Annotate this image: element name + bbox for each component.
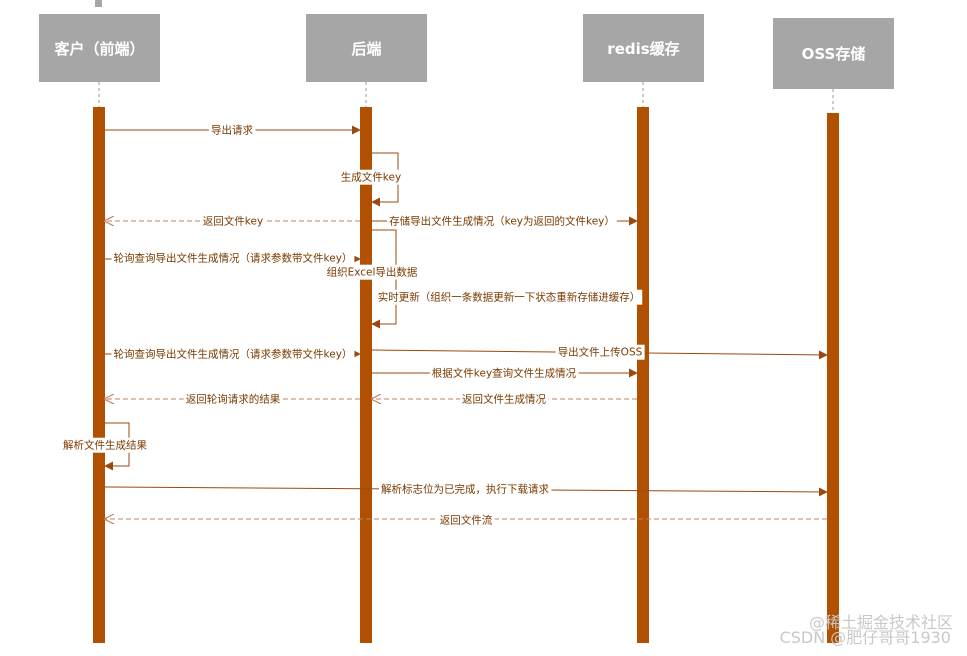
message-generate-key-label-bg: [338, 169, 404, 185]
message-return-stream-label-bg: [437, 512, 495, 528]
message-poll-1-label: 轮询查询导出文件生成情况（请求参数带文件key）: [114, 252, 353, 265]
message-download-request-label-bg: [379, 481, 552, 497]
message-return-poll-result-label-bg: [183, 391, 283, 407]
message-realtime-update-label-bg: [375, 289, 643, 305]
message-organize-excel-label-bg: [324, 264, 420, 280]
message-download-request-label: 解析标志位为已完成，执行下载请求: [381, 483, 549, 496]
activation-bar-redis: [637, 107, 649, 643]
message-export-request-label-bg: [209, 122, 256, 138]
message-upload-oss-label: 导出文件上传OSS: [558, 346, 643, 359]
message-organize-excel-label: 组织Excel导出数据: [327, 266, 418, 279]
message-export-request-label: 导出请求: [211, 124, 253, 137]
actor-oss: OSS存储: [773, 18, 894, 89]
activation-bar-oss: [827, 113, 839, 643]
message-poll-2-label: 轮询查询导出文件生成情况（请求参数带文件key）: [114, 348, 353, 361]
message-poll-2-label-bg: [111, 346, 355, 362]
message-return-stream-label: 返回文件流: [440, 514, 493, 527]
activation-bar-backend: [360, 107, 372, 643]
actor-redis: redis缓存: [583, 14, 704, 82]
message-return-key-label: 返回文件key: [203, 215, 263, 228]
header-tick: [95, 0, 102, 7]
activation-bar-client: [93, 107, 105, 643]
message-parse-result-label-bg: [61, 437, 150, 453]
message-return-key-label-bg: [200, 213, 266, 229]
message-poll-1-label-bg: [111, 250, 355, 266]
message-generate-key-label: 生成文件key: [341, 171, 401, 184]
message-store-status-label: 存储导出文件生成情况（key为返回的文件key）: [389, 215, 615, 228]
actor-backend: 后端: [306, 14, 427, 82]
message-store-status-label-bg: [387, 213, 617, 229]
message-return-status-label: 返回文件生成情况: [462, 393, 546, 406]
watermark-juejin: @稀土掘金技术社区: [808, 613, 953, 632]
message-realtime-update-label: 实时更新（组织一条数据更新一下状态重新存储进缓存）: [378, 291, 641, 304]
message-return-poll-result-label: 返回轮询请求的结果: [186, 393, 281, 406]
message-upload-oss-label-bg: [555, 344, 645, 360]
message-query-by-key-label: 根据文件key查询文件生成情况: [432, 367, 577, 380]
message-parse-result-label: 解析文件生成结果: [63, 439, 147, 452]
message-return-status-label-bg: [460, 391, 549, 407]
actor-client: 客户（前端）: [39, 14, 160, 82]
message-query-by-key-label-bg: [429, 365, 579, 381]
watermark-csdn: CSDN @肥仔哥哥1930: [779, 628, 951, 647]
